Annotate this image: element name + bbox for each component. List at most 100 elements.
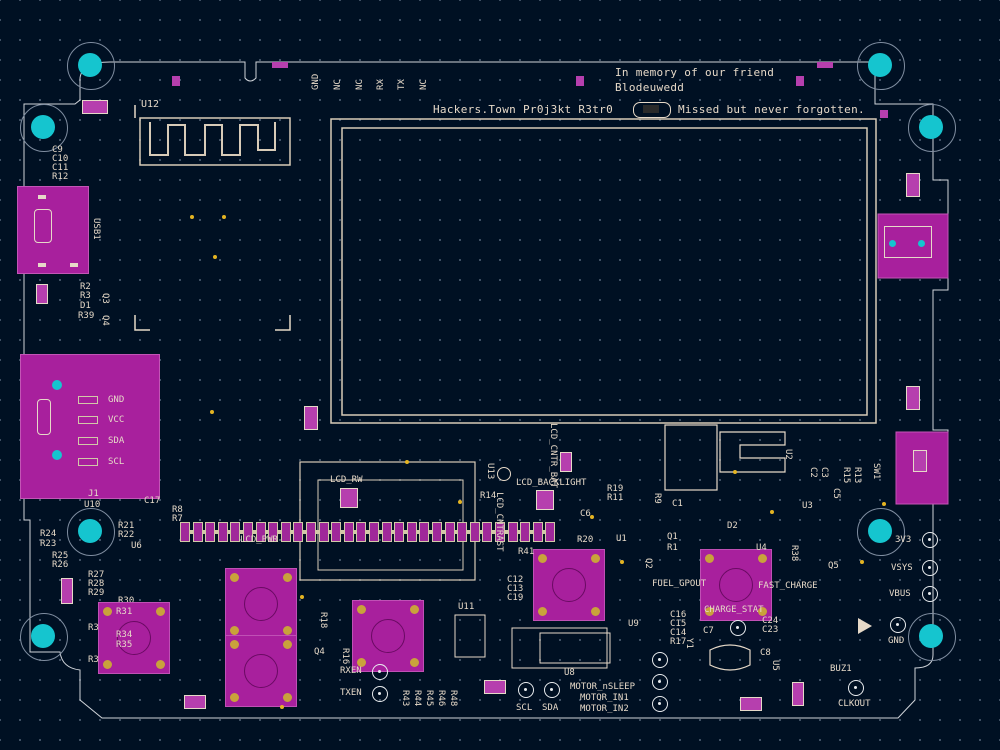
ref-sw1: SW1 bbox=[871, 463, 881, 480]
ref-r46: R46 bbox=[436, 690, 446, 707]
jumper-lcd-backlight-label: LCD_BACKLIGHT bbox=[516, 478, 587, 488]
mount-hole-ring bbox=[67, 42, 115, 90]
ref-c13: C13 bbox=[507, 584, 524, 594]
ref-r18: R18 bbox=[318, 612, 328, 629]
ref-r2: R2 bbox=[80, 282, 91, 292]
ref-r41: R41 bbox=[518, 547, 535, 557]
sw-button-sw2[interactable] bbox=[225, 568, 297, 640]
ref-c8: C8 bbox=[760, 648, 771, 658]
ref-c11: C11 bbox=[52, 163, 69, 173]
usb-connector[interactable] bbox=[17, 186, 89, 274]
mount-hole bbox=[31, 624, 55, 648]
sw-button-sw7[interactable] bbox=[700, 549, 772, 621]
tp-3v3-label: 3V3 bbox=[895, 535, 912, 545]
via bbox=[405, 460, 409, 464]
jumper-lcd-backlight[interactable] bbox=[536, 490, 554, 510]
tp-fast-charge-label: FAST_CHARGE bbox=[758, 581, 818, 591]
smd-part bbox=[304, 406, 318, 430]
tp-motor-in2[interactable] bbox=[652, 696, 668, 712]
ref-r34: R34 bbox=[116, 630, 133, 640]
ref-c15: C15 bbox=[670, 619, 687, 629]
ref-r38: R38 bbox=[789, 545, 799, 562]
ref-q1: Q1 bbox=[667, 532, 678, 542]
ref-r7: R7 bbox=[172, 514, 183, 524]
jumper-lcd-cntr[interactable] bbox=[560, 452, 572, 472]
ref-r22: R22 bbox=[118, 530, 135, 540]
tp-motor-nsleep-label: MOTOR_nSLEEP bbox=[570, 682, 636, 692]
smd-part bbox=[906, 173, 920, 197]
ref-r12: R12 bbox=[52, 172, 69, 182]
lcd-fpc-pad bbox=[394, 522, 405, 542]
j1-connector[interactable] bbox=[20, 354, 160, 499]
ref-d2: D2 bbox=[727, 521, 738, 531]
ref-r33: R33 bbox=[88, 623, 105, 633]
memorial-led-outline bbox=[633, 102, 671, 118]
ref-r31: R31 bbox=[116, 607, 133, 617]
tp-txen[interactable] bbox=[372, 686, 388, 702]
lcd-fpc-pad bbox=[205, 522, 216, 542]
jumper-lcd-rw[interactable] bbox=[340, 488, 358, 508]
tp-vbus[interactable] bbox=[922, 586, 938, 602]
ref-r29: R29 bbox=[88, 588, 105, 598]
lcd-fpc-pad bbox=[280, 522, 291, 542]
sw-button-sw6[interactable] bbox=[533, 549, 605, 621]
lcd-fpc-pad bbox=[293, 522, 304, 542]
tp-c7[interactable] bbox=[730, 620, 746, 636]
ref-r11: R11 bbox=[607, 493, 624, 503]
ref-r3: R3 bbox=[80, 291, 91, 301]
lcd-fpc-pad bbox=[306, 522, 316, 542]
tp-motor-nsleep[interactable] bbox=[652, 652, 668, 668]
mount-hole-ring bbox=[857, 42, 905, 90]
ref-j1: J1 bbox=[88, 489, 99, 499]
ref-r43: R43 bbox=[400, 690, 410, 707]
memorial-line-3: Missed but never forgotten. bbox=[678, 103, 865, 116]
tp-clkout[interactable] bbox=[848, 680, 864, 696]
tp-motor-in1[interactable] bbox=[652, 674, 668, 690]
via bbox=[190, 215, 194, 219]
sw-button-sw4[interactable] bbox=[352, 600, 424, 672]
smd-part bbox=[792, 682, 804, 706]
lcd-fpc-pad bbox=[520, 522, 531, 542]
ref-r19: R19 bbox=[607, 484, 624, 494]
jumper-lcd-rw-label: LCD_RW bbox=[330, 475, 363, 485]
lcd-fpc-pad bbox=[343, 522, 354, 542]
ref-c12: C12 bbox=[507, 575, 524, 585]
j1-hole bbox=[52, 450, 62, 460]
ref-r26: R26 bbox=[52, 560, 69, 570]
tp-3v3[interactable] bbox=[922, 532, 938, 548]
sw1-slider[interactable] bbox=[884, 226, 932, 258]
j1-pin bbox=[78, 416, 98, 424]
ref-u6: U6 bbox=[131, 541, 142, 551]
memorial-led bbox=[643, 105, 659, 113]
tp-txen-label: TXEN bbox=[340, 688, 362, 698]
ref-u10: U10 bbox=[84, 500, 101, 510]
tp-gnd[interactable] bbox=[890, 617, 906, 633]
smd-part bbox=[82, 100, 108, 114]
mount-hole-ring bbox=[908, 613, 956, 661]
ref-c1: C1 bbox=[672, 499, 683, 509]
j1-pin bbox=[78, 396, 98, 404]
ref-q4: Q4 bbox=[100, 315, 110, 326]
lcd-fpc-pad bbox=[432, 522, 442, 542]
via bbox=[280, 705, 284, 709]
ref-u3: U3 bbox=[802, 501, 813, 511]
header-pin-label: TX bbox=[397, 79, 407, 90]
tp-sda-label: SDA bbox=[542, 703, 559, 713]
smd-part bbox=[880, 110, 888, 118]
tp-scl[interactable] bbox=[518, 682, 534, 698]
sw-button-sw5[interactable] bbox=[98, 602, 170, 674]
tp-rxen[interactable] bbox=[372, 664, 388, 680]
lcd-fpc-pad bbox=[192, 522, 203, 542]
tp-sda[interactable] bbox=[544, 682, 560, 698]
ref-r35: R35 bbox=[116, 640, 133, 650]
tp-vsys[interactable] bbox=[922, 560, 938, 576]
ref-c17: C17 bbox=[144, 496, 161, 506]
smd-part bbox=[817, 62, 833, 68]
sw-button-sw3[interactable] bbox=[225, 635, 297, 707]
j1-pin bbox=[78, 437, 98, 445]
j1-hole bbox=[52, 380, 62, 390]
ref-c3: C3 bbox=[819, 467, 829, 478]
via bbox=[620, 560, 624, 564]
lcd-fpc-pad bbox=[369, 522, 379, 542]
ref-c14: C14 bbox=[670, 628, 687, 638]
